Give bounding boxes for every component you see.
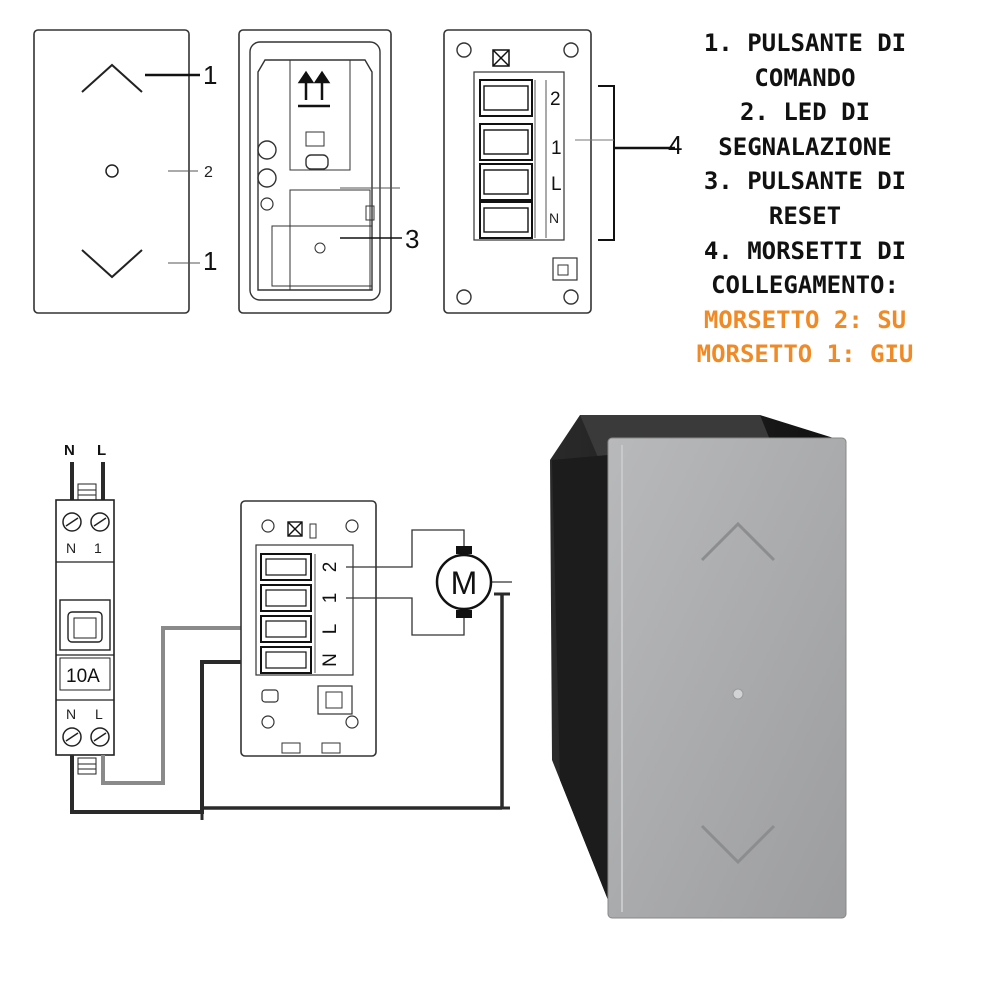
wired-module: 2 1 L N [240, 500, 377, 757]
orientation-arrows-icon [297, 70, 331, 108]
supply-n-label: N [64, 442, 75, 459]
device-down-arrow-icon [700, 824, 776, 865]
motor-label: M [451, 565, 478, 601]
legend-terminal-1: MORSETTO 1: GIU [696, 340, 914, 369]
module-terminal-n: N [320, 653, 341, 667]
motor-symbol: M [435, 546, 493, 618]
device-up-arrow-icon [700, 521, 776, 562]
device-face [607, 437, 847, 919]
legend-line: 3. PULSANTE DI [703, 167, 907, 196]
front-plate [33, 29, 190, 314]
module-crossed-box-icon [287, 521, 303, 537]
down-arrow-icon [81, 249, 143, 279]
terminal-view: 2 1 L N 4 [443, 29, 682, 314]
terminal-label-n: N [549, 210, 559, 226]
legend-line: RESET [768, 201, 842, 230]
led-icon [105, 164, 119, 178]
terminal-label-2: 2 [550, 89, 561, 110]
breaker-bottom-l: L [95, 706, 103, 722]
module-terminal-l: L [320, 624, 341, 635]
legend-line: 1. PULSANTE DI [703, 29, 907, 57]
legend: 1. PULSANTE DI COMANDO 2. LED DI SEGNALA… [640, 26, 970, 372]
wire-live [101, 626, 266, 785]
circuit-breaker: N 1 10A N L [55, 499, 115, 756]
crossed-box-icon [492, 49, 510, 67]
breaker-top-l: 1 [94, 540, 102, 556]
terminal-block [479, 79, 547, 239]
module-terminal-1: 1 [320, 593, 341, 604]
legend-line: COLLEGAMENTO: [711, 271, 899, 300]
callout-down: 1 [203, 246, 217, 276]
module-terminal-2: 2 [320, 562, 341, 573]
legend-terminal-2: MORSETTO 2: SU [703, 305, 907, 334]
callout-led: 2 [204, 164, 213, 181]
breaker-bottom-n: N [66, 706, 76, 722]
callout-up: 1 [203, 60, 217, 90]
breaker-rating: 10A [66, 666, 100, 687]
wiring-diagram: N L N 1 10A N L [55, 442, 512, 820]
callout-terminals: 4 [668, 130, 682, 160]
up-arrow-icon [81, 63, 143, 93]
breaker-top-n: N [66, 540, 76, 556]
product-photo [550, 415, 847, 919]
legend-line: 2. LED DI [739, 98, 871, 127]
device-led-icon [732, 688, 744, 700]
supply-l-label: L [97, 442, 106, 459]
callout-reset: 3 [405, 224, 419, 254]
back-view: 3 [238, 29, 419, 314]
legend-line: SEGNALAZIONE [718, 132, 892, 161]
front-view: 1 2 1 [33, 29, 217, 314]
legend-line: 4. MORSETTI DI [703, 236, 907, 265]
terminal-label-l: L [551, 174, 562, 195]
legend-line: COMANDO [754, 63, 856, 92]
terminal-label-1: 1 [551, 138, 562, 159]
